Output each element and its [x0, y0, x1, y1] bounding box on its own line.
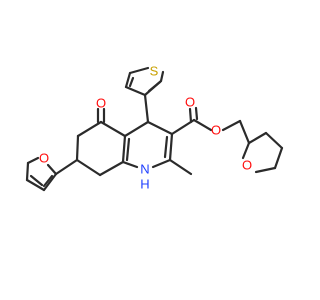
bond [25, 161, 30, 182]
molecule-structure: O S O O O O N H [25, 63, 284, 192]
ester-carbonyl-oxygen-label: O [185, 94, 195, 109]
structure-canvas: O S O O O O N H [25, 63, 284, 192]
bond-double-inner [128, 76, 135, 88]
bond [54, 158, 79, 176]
bond [188, 107, 193, 124]
ring-nitrogen-label: N [140, 161, 149, 176]
bond [159, 70, 165, 83]
bond [121, 160, 139, 169]
bond-double-inner [147, 80, 162, 93]
bond [241, 141, 251, 160]
bond [25, 178, 46, 192]
bond [192, 118, 213, 132]
bond [194, 106, 199, 121]
bond [99, 120, 127, 138]
bond [46, 163, 58, 176]
bond [124, 71, 132, 89]
bond [273, 146, 284, 170]
bond [143, 93, 150, 124]
bond-double-inner [29, 174, 44, 187]
nitrogen-hydrogen-label: H [140, 176, 149, 191]
bond-layer [25, 66, 284, 192]
atom-label-layer: O S O O O O N H [39, 63, 252, 191]
bond [238, 119, 251, 145]
bond [247, 131, 268, 145]
bond-double-inner [42, 174, 54, 188]
bond-double-inner [163, 135, 169, 159]
bond [123, 120, 150, 138]
thiophene-sulfur-label: S [150, 63, 159, 78]
bond [42, 172, 58, 192]
bond [75, 134, 80, 162]
bond [98, 160, 125, 177]
bond [254, 166, 277, 174]
bond [146, 120, 174, 136]
bond [151, 158, 172, 169]
bond [26, 156, 40, 165]
bond [168, 132, 174, 162]
thf-oxygen-label: O [242, 157, 252, 172]
bond [121, 134, 127, 164]
furan-oxygen-label: O [39, 150, 49, 165]
ester-ether-oxygen-label: O [211, 122, 221, 137]
bond [76, 120, 103, 138]
bond [75, 158, 102, 177]
bond [124, 85, 147, 97]
ketone-oxygen-label: O [96, 95, 106, 110]
bond-double-inner [125, 137, 131, 162]
bond [221, 119, 242, 132]
bond [168, 158, 193, 176]
bond [264, 131, 284, 150]
bond [128, 66, 150, 75]
